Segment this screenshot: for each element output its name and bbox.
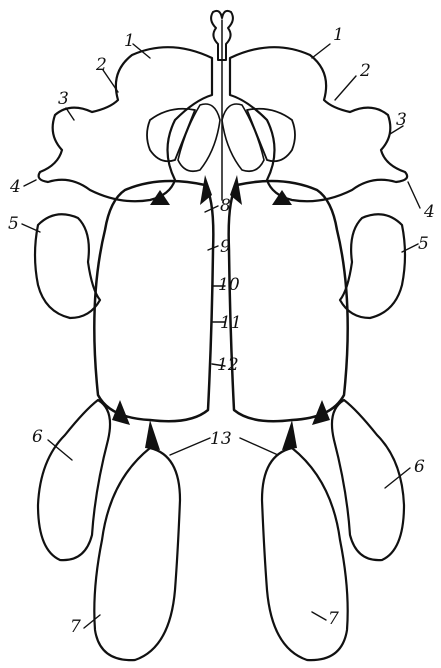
label-r6: 6 — [414, 457, 425, 477]
label-l2: 2 — [95, 55, 107, 75]
label-l4: 4 — [9, 177, 21, 197]
left-gland-6 — [38, 400, 110, 560]
label-c12: 12 — [217, 355, 239, 375]
label-r3: 3 — [396, 110, 407, 130]
right-gland-5 — [340, 214, 405, 318]
left-gland-7 — [94, 448, 180, 660]
right-main-body — [229, 181, 348, 421]
label-l7: 7 — [70, 617, 81, 637]
label-r7: 7 — [328, 609, 339, 629]
label-c11: 11 — [220, 313, 242, 333]
label-l1: 1 — [124, 31, 135, 51]
label-c13: 13 — [210, 429, 232, 449]
label-c8: 8 — [220, 196, 231, 216]
label-l5: 5 — [8, 214, 19, 234]
label-l6: 6 — [32, 427, 43, 447]
label-c10: 10 — [218, 275, 240, 295]
right-gland-6 — [332, 400, 404, 560]
left-gland-5 — [35, 214, 100, 318]
label-l3: 3 — [58, 89, 69, 109]
label-r2: 2 — [359, 61, 371, 81]
label-r5: 5 — [418, 234, 429, 254]
label-r4: 4 — [423, 202, 435, 222]
right-upper-gland — [222, 47, 407, 201]
left-main-body — [94, 181, 213, 421]
label-c9: 9 — [220, 237, 231, 257]
label-r1: 1 — [333, 25, 344, 45]
left-upper-gland — [39, 47, 220, 201]
leader-lines — [22, 44, 420, 628]
